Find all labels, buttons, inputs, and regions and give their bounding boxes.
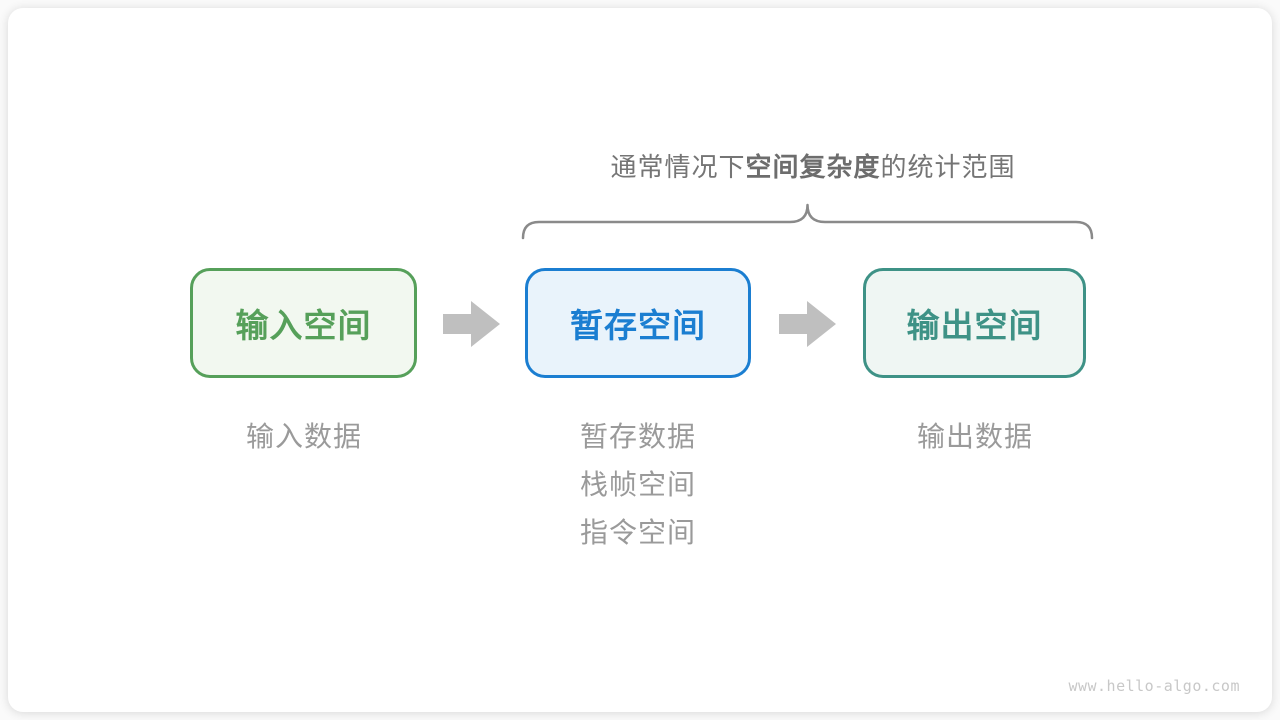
input-space-label: 输入空间	[235, 307, 372, 344]
input-caption: 输入数据	[154, 413, 454, 461]
arrow-shape	[779, 301, 836, 347]
caption-line: 指令空间	[579, 517, 696, 548]
caption-line: 输出数据	[916, 421, 1033, 452]
caption-line: 栈帧空间	[579, 469, 696, 500]
temp-caption: 暂存数据 栈帧空间 指令空间	[488, 413, 788, 557]
output-space-label: 输出空间	[906, 307, 1043, 344]
title-prefix: 通常情况下	[610, 152, 746, 182]
brace-path	[521, 203, 1094, 240]
caption-line: 输入数据	[245, 421, 362, 452]
input-space-box: 输入空间	[190, 268, 417, 378]
arrow-right-icon	[779, 301, 836, 347]
output-caption: 输出数据	[825, 413, 1125, 461]
scope-brace	[521, 203, 1094, 240]
watermark-url: www.hello-algo.com	[1068, 677, 1240, 695]
output-space-box: 输出空间	[863, 268, 1086, 378]
caption-line: 暂存数据	[579, 421, 696, 452]
temp-space-label: 暂存空间	[570, 307, 706, 344]
arrow-right-icon	[443, 301, 500, 347]
title-bold-term: 空间复杂度	[745, 152, 881, 182]
arrow-shape	[443, 301, 500, 347]
diagram-title: 通常情况下空间复杂度的统计范围	[610, 147, 1015, 184]
temp-space-box: 暂存空间	[525, 268, 751, 378]
title-suffix: 的统计范围	[880, 152, 1016, 182]
